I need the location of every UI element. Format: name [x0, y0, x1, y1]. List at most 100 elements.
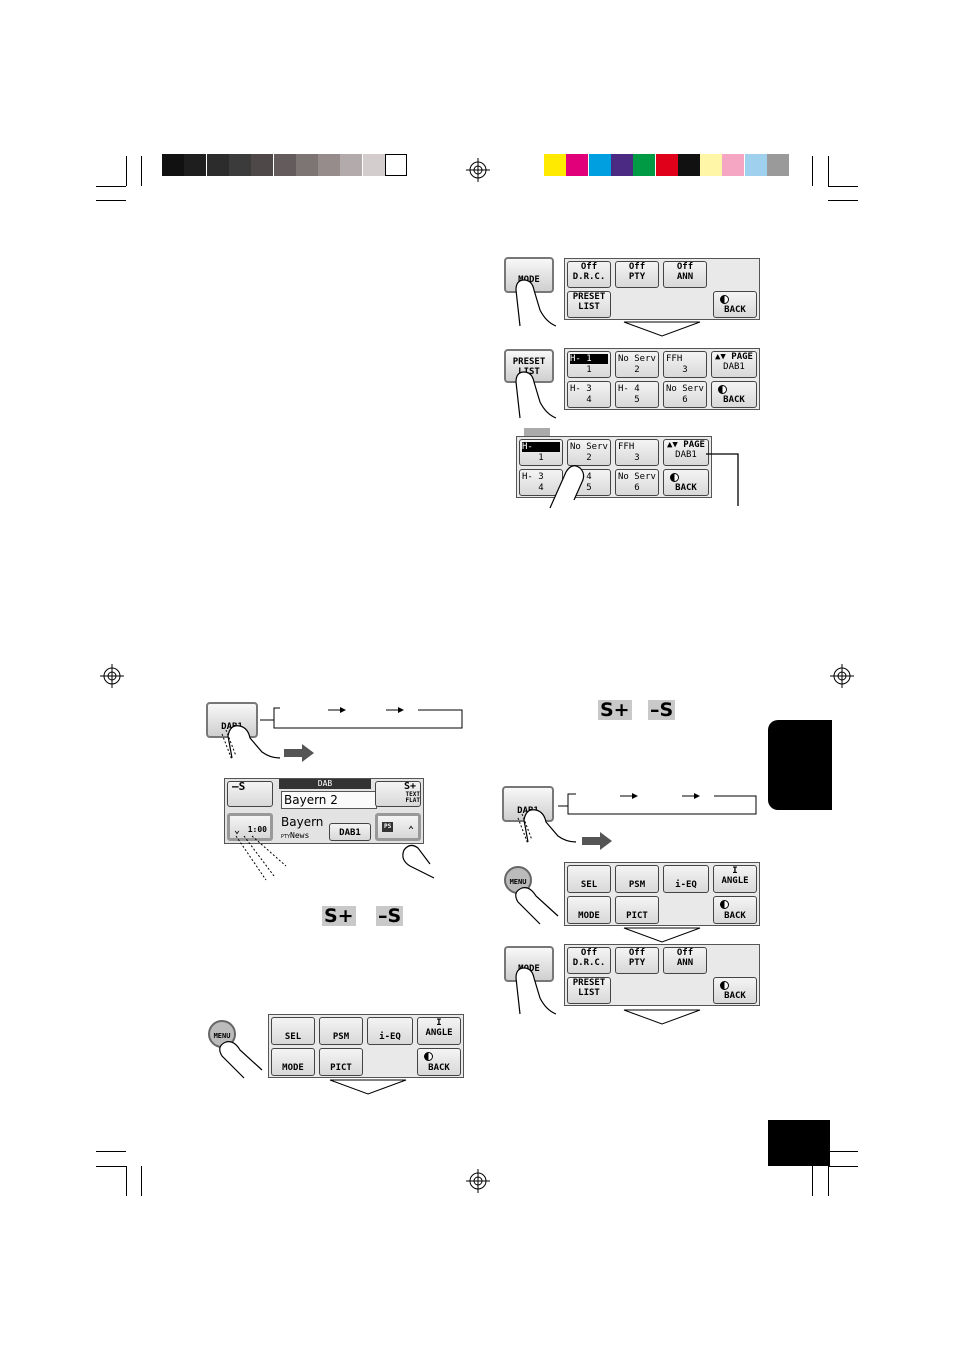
registration-mark-bottom	[466, 1169, 490, 1193]
pty-button[interactable]: Off PTY	[615, 947, 659, 974]
registration-mark-top	[466, 158, 490, 182]
color-swatch	[566, 154, 589, 176]
preset-item-6[interactable]: No Serv 6	[663, 381, 707, 408]
pict-button[interactable]: PICT	[615, 896, 659, 924]
page-button[interactable]: ▲▼ PAGE DAB1	[711, 351, 757, 378]
color-swatch	[610, 154, 633, 176]
back-button[interactable]: BACK	[713, 896, 757, 924]
menu-button[interactable]: MENU	[504, 866, 532, 894]
angle-button[interactable]: I ANGLE	[417, 1017, 461, 1045]
psm-button[interactable]: PSM	[615, 865, 659, 893]
page-button[interactable]: ▲▼ PAGE DAB1	[663, 439, 709, 466]
gray-swatch	[362, 154, 385, 176]
preset-item-2[interactable]: No Serv 2	[567, 439, 611, 466]
back-button[interactable]: BACK	[711, 381, 757, 408]
preset-item-4[interactable]: H- 3 4	[567, 381, 611, 408]
finger-icon	[219, 1041, 263, 1079]
dab-header-bar: DAB	[279, 779, 371, 789]
back-knob-icon	[720, 900, 729, 909]
finger-icon	[221, 725, 281, 761]
gray-swatch	[340, 154, 363, 176]
gray-swatch	[206, 154, 229, 176]
finger-icon	[515, 887, 559, 925]
preset-list-panel-2: H- 1 No Serv 2 FFH 3 ▲▼ PAGE DAB1 H- 3 4…	[516, 436, 712, 498]
s-plus-symbol: S+	[598, 699, 632, 721]
gray-swatch	[385, 154, 407, 176]
ieq-button[interactable]: i-EQ	[367, 1017, 413, 1045]
color-swatch	[677, 154, 700, 176]
arrow-right-icon	[582, 832, 612, 850]
color-swatch	[588, 154, 611, 176]
psm-button[interactable]: PSM	[319, 1017, 363, 1045]
preset-item-5[interactable]: H- 4 5	[615, 381, 659, 408]
seek-down-button[interactable]: ⌄ 1:00	[227, 813, 273, 841]
ann-button[interactable]: Off ANN	[663, 947, 707, 974]
hollow-arrow-down-icon	[623, 1009, 701, 1025]
finger-icon	[402, 844, 435, 879]
color-swatch	[744, 154, 767, 176]
back-knob-icon	[670, 473, 679, 482]
color-swatch	[767, 154, 789, 176]
hollow-arrow-down-icon	[623, 927, 701, 943]
pict-button[interactable]: PICT	[319, 1048, 363, 1076]
gray-swatch	[162, 154, 184, 176]
preset-item-3[interactable]: FFH 3	[615, 439, 659, 466]
preset-item-6[interactable]: No Serv 6	[615, 469, 659, 496]
dab-display-screen: –S DAB Bayern 2 S+ TEXT FLAT ⌄ 1:00 Baye…	[224, 778, 424, 844]
color-swatch	[700, 154, 723, 176]
seek-up-button[interactable]: PS ⌃	[375, 813, 421, 841]
preset-item-1[interactable]: H- 1 1	[567, 351, 611, 378]
gray-swatch	[273, 154, 296, 176]
drc-button[interactable]: Off D.R.C.	[567, 947, 611, 974]
mode-menu-button[interactable]: MODE	[567, 896, 611, 924]
registration-mark-left	[100, 664, 124, 688]
preset-list-button[interactable]: PRESET LIST	[567, 291, 611, 318]
selection-marker	[524, 428, 550, 438]
hollow-arrow-down-icon	[623, 321, 701, 337]
minus-s-button[interactable]: –S	[227, 781, 273, 807]
dab-band-small-button[interactable]: DAB1	[329, 823, 371, 841]
gray-swatch	[184, 154, 207, 176]
preset-list-panel: H- 1 1 No Serv 2 FFH 3 ▲▼ PAGE DAB1 H- 3…	[564, 348, 760, 410]
callout-line	[706, 453, 739, 506]
s-plus-symbol: S+	[322, 905, 356, 927]
ieq-button[interactable]: i-EQ	[663, 865, 709, 893]
dotted-finger-trace	[235, 835, 287, 881]
back-button[interactable]: BACK	[417, 1048, 461, 1076]
chevron-up-icon: ⌃	[407, 825, 414, 836]
sel-button[interactable]: SEL	[567, 865, 611, 893]
s-plus-button[interactable]: S+ TEXT FLAT	[375, 781, 421, 807]
color-swatch	[544, 154, 566, 176]
main-menu-panel: SEL PSM i-EQ I ANGLE MODE PICT BACK	[268, 1014, 464, 1078]
back-knob-icon	[718, 385, 727, 394]
language-side-tab	[768, 720, 832, 810]
color-swatch	[655, 154, 678, 176]
sel-button[interactable]: SEL	[271, 1017, 315, 1045]
gray-swatch	[295, 154, 318, 176]
ensemble-label: Bayern	[281, 815, 324, 829]
finger-icon	[515, 371, 557, 419]
ann-button[interactable]: Off ANN	[663, 261, 707, 288]
preset-item-3[interactable]: FFH 3	[663, 351, 707, 378]
back-button[interactable]: BACK	[663, 469, 709, 496]
arrow-right-icon	[284, 744, 314, 762]
color-swatch	[633, 154, 656, 176]
back-button[interactable]: BACK	[713, 977, 757, 1004]
preset-item-2[interactable]: No Serv 2	[615, 351, 659, 378]
gray-swatch	[228, 154, 251, 176]
preset-item-4[interactable]: H- 3 4	[519, 469, 563, 496]
gray-swatch	[251, 154, 274, 176]
back-knob-icon	[424, 1052, 433, 1061]
back-button[interactable]: BACK	[713, 291, 757, 318]
preset-item-1[interactable]: H- 1	[519, 439, 563, 466]
mode-menu-button[interactable]: MODE	[271, 1048, 315, 1076]
pty-button[interactable]: Off PTY	[615, 261, 659, 288]
band-sequence-diagram	[260, 707, 463, 729]
registration-mark-right	[830, 664, 854, 688]
preset-list-button[interactable]: PRESET LIST	[567, 977, 611, 1004]
angle-button[interactable]: I ANGLE	[713, 865, 757, 893]
back-knob-icon	[720, 981, 729, 990]
drc-button[interactable]: Off D.R.C.	[567, 261, 611, 288]
minus-s-symbol: –S	[376, 905, 404, 927]
mode-menu-panel: Off D.R.C. Off PTY Off ANN PRESET LIST B…	[564, 258, 760, 320]
